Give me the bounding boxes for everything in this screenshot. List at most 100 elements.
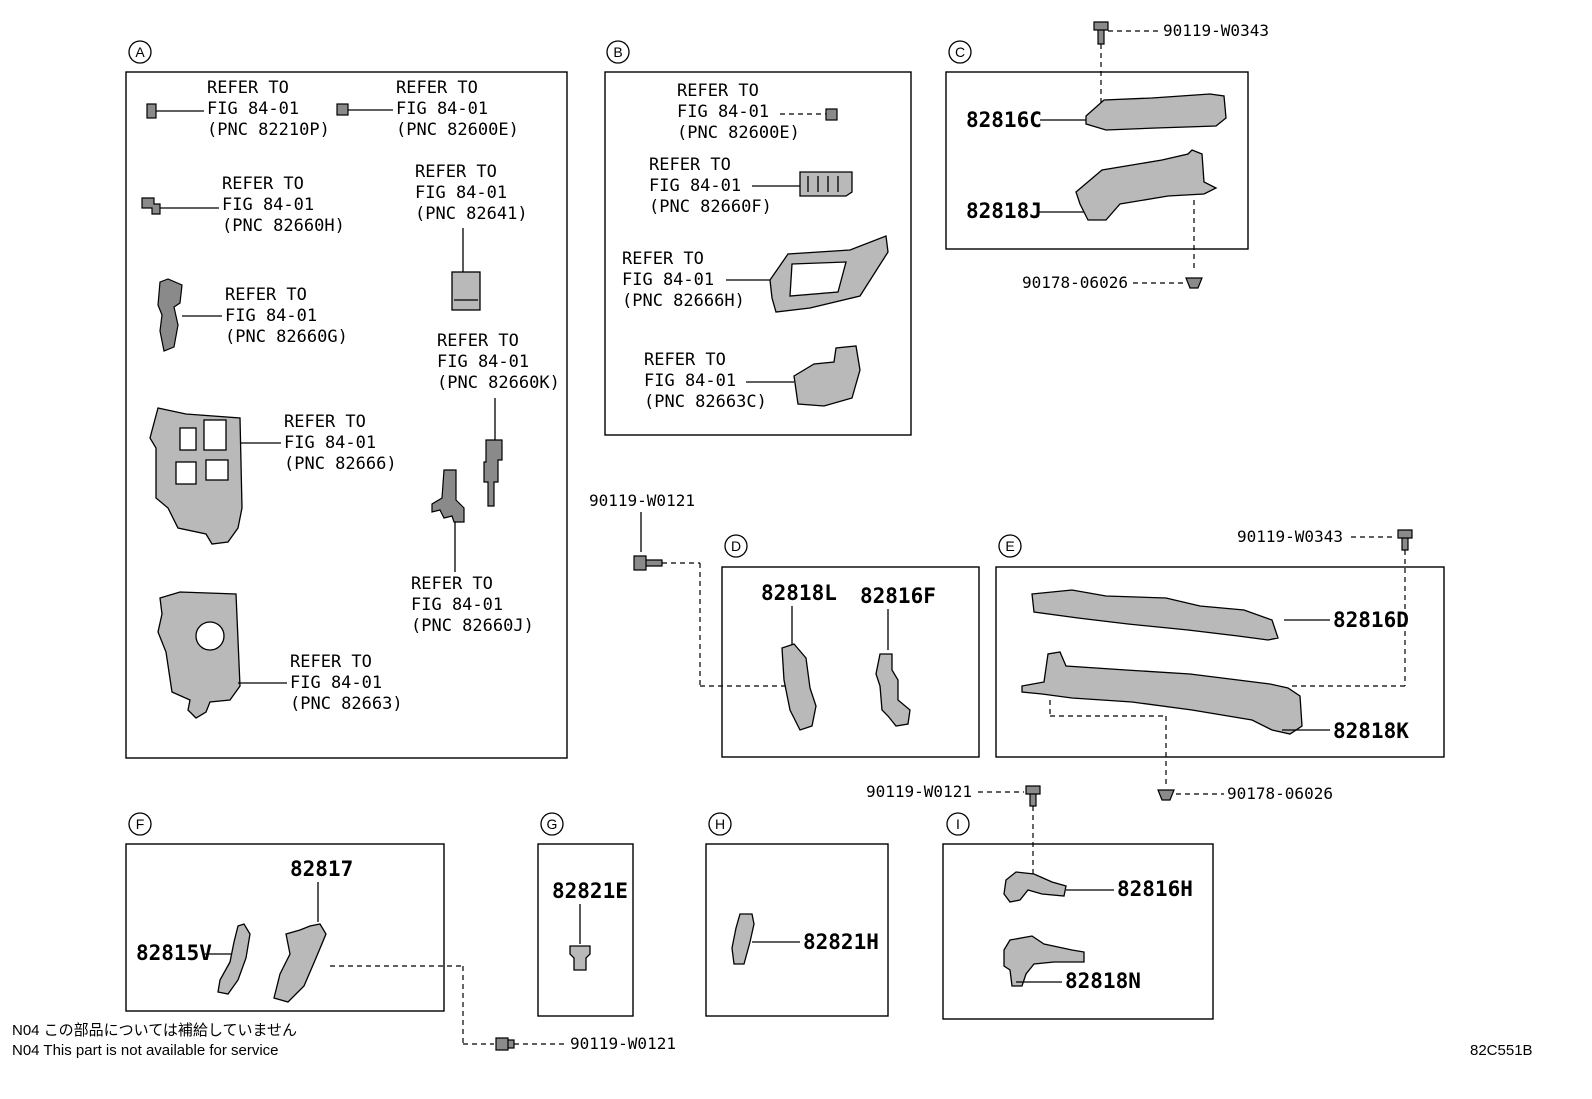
connector-82660g-icon (157, 278, 183, 352)
refer-fig-label: FIG 84-01 (677, 102, 769, 122)
part-82816d[interactable]: 82816D (1031, 589, 1409, 641)
refer-fig-label: FIG 84-01 (622, 270, 714, 290)
ref-82660g[interactable]: REFER TO FIG 84-01 (PNC 82660G) (157, 278, 348, 352)
bolt-icon (495, 1037, 515, 1051)
refer-to-label: REFER TO (622, 249, 704, 269)
bolt-90119-w0121-i[interactable]: 90119-W0121 (866, 782, 1041, 880)
clip-82821e-icon (569, 945, 591, 971)
section-d-marker (724, 534, 748, 558)
part-82817[interactable]: 82817 (273, 857, 494, 1045)
refer-pnc-label: (PNC 82663) (290, 694, 403, 714)
cover-82663c-icon (793, 345, 861, 407)
cover-82663-icon (157, 591, 241, 719)
part-82816h[interactable]: 82816H (1003, 871, 1193, 903)
refer-pnc-label: (PNC 82660J) (411, 616, 534, 636)
refer-pnc-label: (PNC 82600E) (677, 123, 800, 143)
bracket-82818n-icon (1003, 935, 1085, 987)
part-82816f[interactable]: 82816F (860, 584, 936, 727)
section-c-letter: C (955, 44, 965, 60)
part-number-label: 82815V (136, 941, 212, 965)
part-82821h[interactable]: 82821H (731, 913, 879, 965)
part-82821e[interactable]: 82821E (552, 879, 628, 971)
section-b-marker (606, 40, 630, 64)
part-82815v[interactable]: 82815V (136, 923, 251, 995)
section-a: A REFER TO FIG 84-01 (PNC 82210P) REFER … (125, 40, 568, 759)
bolt-icon (1025, 785, 1041, 807)
refer-fig-label: FIG 84-01 (222, 195, 314, 215)
refer-pnc-label: (PNC 82660H) (222, 216, 345, 236)
part-number-label: 90119-W0121 (589, 491, 695, 510)
refer-pnc-label: (PNC 82666) (284, 454, 397, 474)
part-number-label: 90119-W0343 (1163, 21, 1269, 40)
section-c-marker (948, 40, 972, 64)
refer-fig-label: FIG 84-01 (396, 99, 488, 119)
fuse-slot-icon (175, 461, 197, 485)
clip-90178-06026-e[interactable]: 90178-06026 (1157, 784, 1333, 803)
bracket-82821h-icon (731, 913, 755, 965)
bolt-90119-w0121-d[interactable]: 90119-W0121 (589, 491, 786, 687)
section-e-box (995, 566, 1445, 758)
section-c-box (945, 71, 1249, 250)
ref-82600e-b[interactable]: REFER TO FIG 84-01 (PNC 82600E) (677, 81, 838, 143)
ref-82663[interactable]: REFER TO FIG 84-01 (PNC 82663) (157, 591, 403, 719)
note-jp: N04 この部品については補給していません (12, 1022, 297, 1039)
refer-fig-label: FIG 84-01 (415, 183, 507, 203)
section-i-box (942, 843, 1214, 1020)
bracket-82816c-icon (1085, 93, 1227, 131)
part-82818j[interactable]: 82818J (966, 149, 1218, 272)
refer-to-label: REFER TO (290, 652, 372, 672)
refer-to-label: REFER TO (396, 78, 478, 98)
section-d-box (721, 566, 980, 758)
connector-82660k-icon (483, 439, 503, 507)
part-number-label: 82816F (860, 584, 936, 608)
part-number-label: 82818L (761, 581, 837, 605)
part-82818k[interactable]: 82818K (1021, 651, 1409, 786)
refer-pnc-label: (PNC 82660K) (437, 373, 560, 393)
ref-82666[interactable]: REFER TO FIG 84-01 (PNC 82666) (149, 407, 397, 545)
cover-82815v-icon (217, 923, 251, 995)
refer-pnc-label: (PNC 82641) (415, 204, 528, 224)
ref-82666h[interactable]: REFER TO FIG 84-01 (PNC 82666H) (622, 235, 889, 313)
section-b-box (604, 71, 912, 436)
section-i: 90119-W0121 I 82816H 82818N (866, 782, 1214, 1020)
refer-pnc-label: (PNC 82210P) (207, 120, 330, 140)
refer-to-label: REFER TO (411, 574, 493, 594)
clip-icon (1157, 789, 1175, 801)
section-g: G 82821E (537, 812, 634, 1017)
clip-90178-06026-c[interactable]: 90178-06026 (1022, 273, 1203, 292)
refer-fig-label: FIG 84-01 (284, 433, 376, 453)
section-h-box (705, 843, 889, 1017)
refer-pnc-label: (PNC 82663C) (644, 392, 767, 412)
relay-block-opening-icon (789, 261, 847, 297)
part-number-label: 82821E (552, 879, 628, 903)
part-number-label: 82817 (290, 857, 353, 881)
part-82816c[interactable]: 82816C (966, 93, 1227, 132)
refer-pnc-label: (PNC 82660G) (225, 327, 348, 347)
section-i-letter: I (956, 816, 960, 832)
part-82818l[interactable]: 82818L (761, 581, 837, 731)
bolt-icon (1093, 21, 1109, 45)
fuse-slot-icon (205, 459, 229, 481)
ref-82210p[interactable]: REFER TO FIG 84-01 (PNC 82210P) (146, 78, 330, 140)
ref-82660j[interactable]: REFER TO FIG 84-01 (PNC 82660J) (411, 469, 534, 636)
refer-to-label: REFER TO (644, 350, 726, 370)
bolt-90119-w0343-c[interactable]: 90119-W0343 (1093, 21, 1269, 110)
bolt-90119-w0343-e[interactable]: 90119-W0343 (1237, 527, 1413, 687)
ref-82600e-a[interactable]: REFER TO FIG 84-01 (PNC 82600E) (336, 78, 519, 140)
section-e-marker (998, 534, 1022, 558)
figure-code: 82C551B (1470, 1042, 1533, 1059)
refer-fig-label: FIG 84-01 (225, 306, 317, 326)
section-f: F 82817 82815V 90119-W0121 (125, 812, 676, 1053)
connector-82600e-icon (336, 103, 349, 116)
ref-82641[interactable]: REFER TO FIG 84-01 (PNC 82641) (415, 162, 528, 311)
part-82818n[interactable]: 82818N (1003, 935, 1141, 993)
cover-boss-icon (195, 621, 225, 651)
section-f-letter: F (136, 816, 145, 832)
ref-82660f[interactable]: REFER TO FIG 84-01 (PNC 82660F) (649, 155, 853, 217)
bolt-90119-w0121-f[interactable]: 90119-W0121 (495, 1034, 676, 1053)
ref-82660h[interactable]: REFER TO FIG 84-01 (PNC 82660H) (141, 174, 345, 236)
section-h: H 82821H (705, 812, 889, 1017)
ref-82660k[interactable]: REFER TO FIG 84-01 (PNC 82660K) (437, 331, 560, 507)
ref-82663c[interactable]: REFER TO FIG 84-01 (PNC 82663C) (644, 345, 861, 412)
refer-to-label: REFER TO (207, 78, 289, 98)
